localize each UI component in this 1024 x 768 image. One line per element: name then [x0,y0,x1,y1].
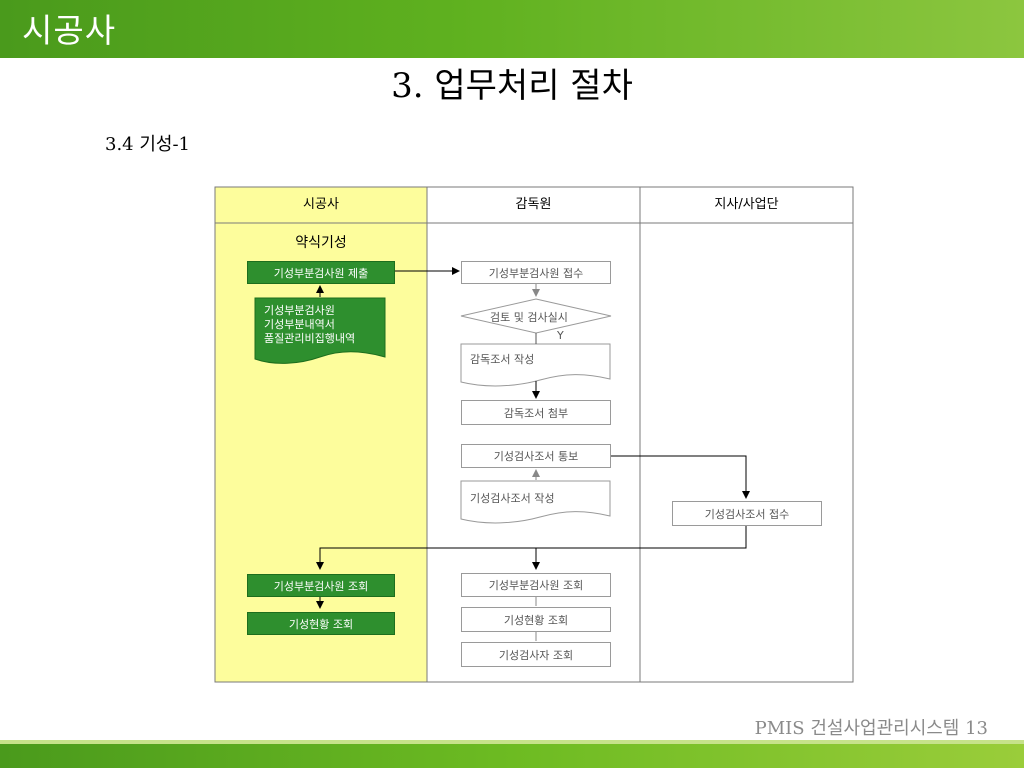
footer-stripe [0,740,1024,744]
write-report-label: 감독조서 작성 [470,353,535,366]
supervisor-query-inspection-node: 기성부분검사원 조회 [461,573,611,597]
notify-inspection-node: 기성검사조서 통보 [461,444,611,468]
attach-report-node: 감독조서 첨부 [461,400,611,425]
write-inspection-label: 기성검사조서 작성 [470,492,555,505]
arrow-branch-to-contractor [316,526,747,570]
review-label: 검토 및 검사실시 [490,311,568,324]
page-title: 3. 업무처리 절차 [391,66,633,106]
footer-text: PMIS 건설사업관리시스템 13 [754,718,988,739]
contractor-docs-shape [254,297,386,364]
receive-inspection-node: 기성부분검사원 접수 [461,261,611,284]
contractor-docs-line-2: 기성부분내역서 [264,318,335,331]
lane-header-contractor: 시공사 [303,197,339,212]
footer-bar [0,740,1024,768]
swimlane-frame [214,186,854,683]
contractor-subtitle: 약식기성 [295,235,347,251]
supervisor-query-inspector-node: 기성검사자 조회 [461,642,611,667]
contractor-docs-line-1: 기성부분검사원 [264,304,335,317]
yes-label: Y [557,329,564,342]
contractor-docs-line-3: 품질관리비집행내역 [264,332,356,345]
section-label: 3.4 기성-1 [105,134,191,155]
supervisor-query-status-node: 기성현황 조회 [461,607,611,632]
arrow-notify-to-branch [611,455,750,499]
report-doc-shape [460,343,611,387]
header-label: 시공사 [22,11,117,50]
lane-header-branch: 지사/사업단 [714,197,779,212]
lane-header-bg [215,187,427,223]
contractor-query-status-node: 기성현황 조회 [247,612,395,635]
branch-receive-node: 기성검사조서 접수 [672,501,822,526]
lane-header-supervisor: 감독원 [515,197,552,212]
inspection-doc-shape [460,480,611,524]
contractor-query-inspection-node: 기성부분검사원 조회 [247,574,395,597]
header-bar: 시공사 [0,0,1024,58]
submit-inspection-node: 기성부분검사원 제출 [247,261,395,284]
